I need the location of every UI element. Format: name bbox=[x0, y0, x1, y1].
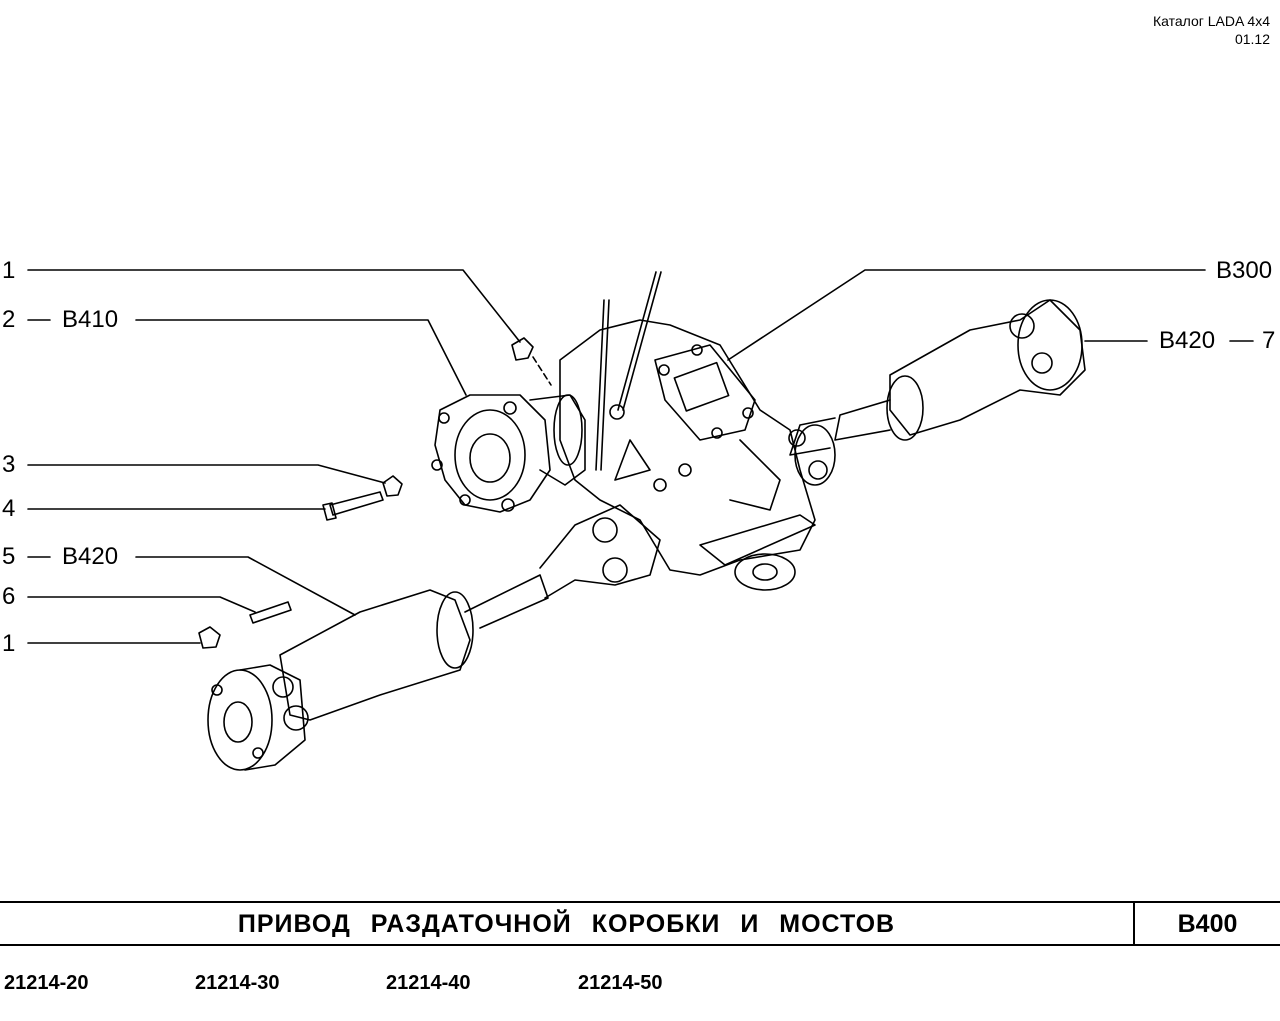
shift-levers bbox=[595, 271, 662, 481]
callout-3: 3 bbox=[2, 451, 16, 478]
callout-6: 6 bbox=[2, 583, 16, 610]
section-title: ПРИВОД РАЗДАТОЧНОЙ КОРОБКИ И МОСТОВ bbox=[237, 910, 896, 938]
leader-lines bbox=[27, 269, 1254, 644]
callout-b420-right: B420 bbox=[1159, 327, 1216, 354]
front-propeller-shaft bbox=[788, 299, 1086, 486]
model-code: 21214-40 bbox=[386, 972, 471, 994]
callout-4: 4 bbox=[2, 495, 16, 522]
model-code: 21214-50 bbox=[578, 972, 663, 994]
callout-2-ref: B410 bbox=[62, 306, 119, 333]
callout-5-ref: B420 bbox=[62, 543, 119, 570]
catalog-header: Каталог LADA 4x4 01.12 bbox=[1153, 12, 1270, 48]
footer-top-rule bbox=[0, 901, 1280, 903]
callout-7: 7 bbox=[1262, 327, 1276, 354]
callout-2: 2 bbox=[2, 306, 16, 333]
rear-propeller-shaft bbox=[207, 504, 661, 771]
fasteners bbox=[198, 337, 534, 649]
transfer-case bbox=[559, 319, 816, 591]
elastic-coupling bbox=[431, 394, 586, 513]
footer-separator bbox=[1133, 902, 1135, 945]
callout-1-top: 1 bbox=[2, 257, 16, 284]
callout-b300: B300 bbox=[1216, 257, 1273, 284]
model-code: 21214-30 bbox=[195, 972, 280, 994]
model-code: 21214-20 bbox=[4, 972, 89, 994]
catalog-date: 01.12 bbox=[1234, 31, 1270, 47]
footer-bottom-rule bbox=[0, 944, 1280, 946]
callout-5: 5 bbox=[2, 543, 16, 570]
section-code: B400 bbox=[1177, 910, 1238, 938]
catalog-name: Каталог LADA 4x4 bbox=[1152, 13, 1270, 29]
exploded-view-drawing bbox=[27, 269, 1254, 771]
callout-1-bottom: 1 bbox=[2, 630, 16, 657]
